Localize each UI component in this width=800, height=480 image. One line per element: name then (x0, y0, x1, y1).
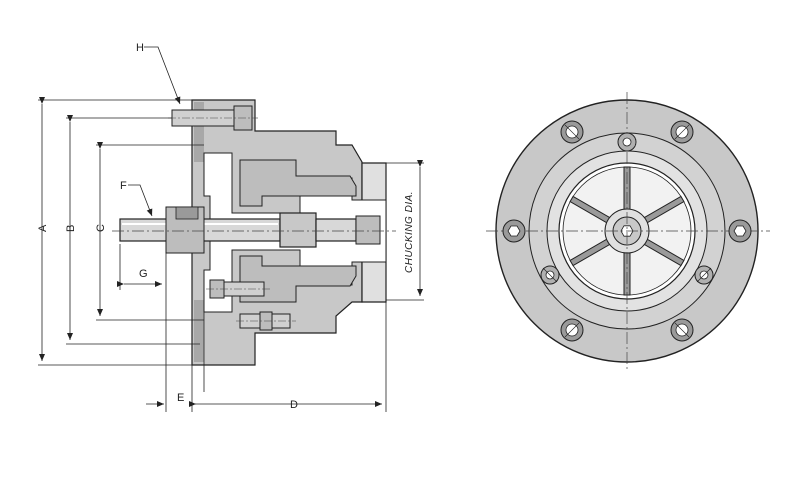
collet-lower (239, 255, 357, 303)
label-D: D (290, 399, 298, 411)
dimension-labels: H F G E D A B C CHUCKING DIA. (37, 42, 415, 411)
outer-bolt-top-right (670, 120, 694, 144)
side-view (112, 99, 396, 366)
draw-bar-end (355, 215, 381, 245)
pin-lower-left (540, 265, 560, 285)
side-bolt-left (502, 219, 526, 243)
label-chucking-dia: CHUCKING DIA. (404, 191, 415, 273)
label-F: F (120, 180, 127, 192)
pin-top (617, 132, 637, 152)
label-A: A (37, 224, 49, 232)
flange-shade-top (194, 102, 204, 162)
outer-bolt-bottom-right (670, 318, 694, 342)
adapter-nut (175, 206, 199, 220)
flange-shade-bottom (194, 300, 204, 362)
label-G: G (139, 268, 148, 280)
outer-bolt-top-left (560, 120, 584, 144)
side-bolt-right (728, 219, 752, 243)
collet-upper (239, 159, 357, 207)
dimension-lines (38, 46, 424, 412)
pin-lower-right (694, 265, 714, 285)
front-view (486, 92, 770, 370)
label-B: B (65, 225, 77, 232)
outer-bolt-bottom-left (560, 318, 584, 342)
draw-bar-tip (315, 218, 357, 242)
label-E: E (177, 392, 184, 404)
label-C: C (95, 224, 107, 232)
draw-bar-collar (279, 212, 317, 248)
label-H: H (136, 42, 144, 54)
